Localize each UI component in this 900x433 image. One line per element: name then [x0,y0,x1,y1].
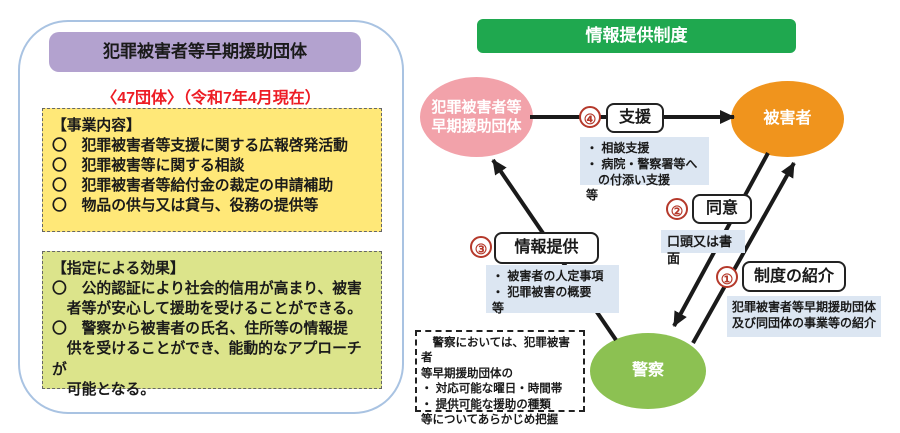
step-number-1: ① [716,266,738,288]
panel-title: 犯罪被害者等早期援助団体 [49,32,361,72]
police-preparation-note: 警察においては、犯罪被害者 等早期援助団体の ・ 対応可能な曜日・時間帯 ・ 提… [415,330,585,426]
step-label-consent: 同意 [692,194,752,224]
business-contents-box: 【事業内容】 〇 犯罪被害者等支援に関する広報啓発活動 〇 犯罪被害等に関する相… [42,108,382,232]
step-label-information: 情報提供 [494,232,599,264]
diagram-title: 情報提供制度 [477,19,796,53]
node-victim: 被害者 [731,81,844,157]
step-number-2: ② [666,198,688,220]
step-number-3: ③ [470,236,492,258]
organization-count: 〈47団体〉（令和7年4月現在） [101,90,321,107]
step-label-support: 支援 [606,103,664,133]
support-details-note: ・ 相談支援 ・ 病院・警察署等へ の付添い支援 等 [580,137,709,202]
information-details-note: ・ 被害者の人定事項 ・ 犯罪被害の概要 等 [486,265,619,315]
early-support-organization-panel: 犯罪被害者等早期援助団体 〈47団体〉（令和7年4月現在） 【事業内容】 〇 犯… [18,20,404,414]
step-number-4: ④ [579,106,601,128]
consent-method-note: 口頭又は書面 [661,230,745,266]
node-early-support-organization: 犯罪被害者等 早期援助団体 [420,77,533,157]
step-label-introduction: 制度の紹介 [742,261,846,292]
designation-effects-box: 【指定による効果】 〇 公的認証により社会的信用が高まり、被害 者等が安心して援… [42,251,382,398]
node-police: 警察 [590,333,706,409]
introduction-details-note: 犯罪被害者等早期援助団体 及び同団体の事業等の紹介 [727,296,881,337]
